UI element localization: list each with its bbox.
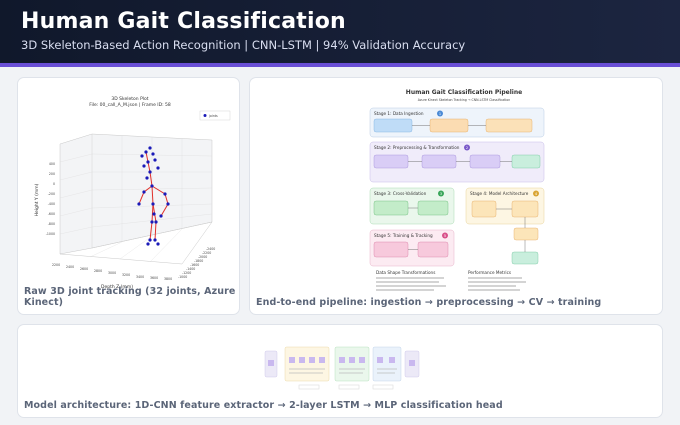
svg-text:-600: -600 xyxy=(48,212,55,216)
svg-text:5: 5 xyxy=(444,234,446,238)
svg-text:-1000: -1000 xyxy=(178,275,187,279)
skeleton-card: 3D Skeleton Plot File: 00_call_A_M.json … xyxy=(17,77,240,315)
skeleton-caption: Raw 3D joint tracking (32 joints, Azure … xyxy=(24,286,236,308)
notes-metrics-lines xyxy=(468,277,526,291)
svg-text:0: 0 xyxy=(53,182,55,186)
page-subtitle: 3D Skeleton-Based Action Recognition | C… xyxy=(21,38,466,52)
pipeline-card: Human Gait Classification Pipeline Azure… xyxy=(249,77,663,315)
svg-text:400: 400 xyxy=(49,162,55,166)
pipeline-diagram: Human Gait Classification Pipeline Azure… xyxy=(369,89,545,291)
svg-text:-1600: -1600 xyxy=(190,263,199,267)
svg-text:4: 4 xyxy=(535,192,538,196)
skeleton-joints xyxy=(137,146,170,246)
stage-4: Stage 4: Model Architecture 4 xyxy=(465,187,545,265)
svg-text:Stage 1: Data Ingestion: Stage 1: Data Ingestion xyxy=(374,111,424,116)
skeleton-plot: 3D Skeleton Plot File: 00_call_A_M.json … xyxy=(34,96,231,290)
pipeline-caption: End-to-end pipeline: ingestion → preproc… xyxy=(256,297,602,308)
svg-text:3600: 3600 xyxy=(150,276,158,280)
svg-text:200: 200 xyxy=(49,172,55,176)
plot-pane xyxy=(59,133,213,255)
svg-text:Stage 5: Training & Tracking: Stage 5: Training & Tracking xyxy=(374,233,433,238)
x-axis-ticks: 2200 2400 2600 2800 3000 3200 3400 3600 … xyxy=(52,263,172,281)
svg-text:2800: 2800 xyxy=(94,269,102,273)
legend-box xyxy=(199,110,231,121)
svg-text:-1400: -1400 xyxy=(186,267,195,271)
plot-title: 3D Skeleton Plot xyxy=(111,96,148,102)
svg-text:-1000: -1000 xyxy=(46,232,55,236)
stage-5: Stage 5: Training & Tracking 5 xyxy=(369,229,455,267)
header: Human Gait Classification 3D Skeleton-Ba… xyxy=(0,0,680,63)
svg-text:3800: 3800 xyxy=(164,277,172,281)
svg-text:3000: 3000 xyxy=(108,271,116,275)
svg-text:2: 2 xyxy=(466,146,468,150)
svg-text:-800: -800 xyxy=(48,222,55,226)
stage-1: Stage 1: Data Ingestion 1 xyxy=(369,107,545,138)
svg-text:2400: 2400 xyxy=(66,265,74,269)
svg-text:2200: 2200 xyxy=(52,263,60,267)
svg-text:Stage 3: Cross-Validation: Stage 3: Cross-Validation xyxy=(374,191,427,196)
pipeline-subtitle: Azure Kinect Skeleton Tracking → CNN-LST… xyxy=(418,98,511,102)
svg-text:-400: -400 xyxy=(48,202,55,206)
pipeline-title: Human Gait Classification Pipeline xyxy=(406,89,522,96)
svg-text:3400: 3400 xyxy=(136,275,144,279)
legend-marker xyxy=(203,114,207,117)
svg-text:Stage 2: Preprocessing & Trans: Stage 2: Preprocessing & Transformation xyxy=(374,145,460,150)
page-title: Human Gait Classification xyxy=(21,9,346,34)
plot-subtitle: File: 00_call_A_M.json | Frame ID: 58 xyxy=(89,102,171,108)
notes-shape-title: Data Shape Transformations xyxy=(376,270,435,275)
header-accent-bar xyxy=(0,63,680,67)
svg-text:3: 3 xyxy=(440,192,442,196)
stage-3: Stage 3: Cross-Validation 3 xyxy=(369,187,455,225)
svg-text:-2400: -2400 xyxy=(206,247,215,251)
svg-text:1: 1 xyxy=(439,112,441,116)
svg-text:Stage 4: Model Architecture: Stage 4: Model Architecture xyxy=(470,191,529,196)
svg-text:-200: -200 xyxy=(48,192,55,196)
z-axis-ticks: -2400 -2200 -2000 -1800 -1600 -1400 -120… xyxy=(178,247,215,279)
x-axis-label: Depth Z (mm) xyxy=(101,284,133,290)
svg-text:-1200: -1200 xyxy=(182,271,191,275)
notes-metrics-title: Performance Metrics xyxy=(468,270,511,275)
svg-text:-2000: -2000 xyxy=(198,255,207,259)
architecture-card: Model architecture: 1D-CNN feature extra… xyxy=(17,324,663,418)
svg-text:2600: 2600 xyxy=(80,267,88,271)
y-axis-ticks: 400 200 0 -200 -400 -600 -800 -1000 xyxy=(46,162,55,236)
architecture-diagram xyxy=(264,346,420,390)
legend-label: joints xyxy=(208,114,218,118)
svg-text:3200: 3200 xyxy=(122,273,130,277)
notes-shape-lines xyxy=(376,277,446,291)
svg-text:-1800: -1800 xyxy=(194,259,203,263)
svg-text:-2200: -2200 xyxy=(202,251,211,255)
stage-2: Stage 2: Preprocessing & Transformation … xyxy=(369,141,545,183)
y-axis-label: Height Y (mm) xyxy=(34,183,40,216)
architecture-caption: Model architecture: 1D-CNN feature extra… xyxy=(24,400,503,411)
